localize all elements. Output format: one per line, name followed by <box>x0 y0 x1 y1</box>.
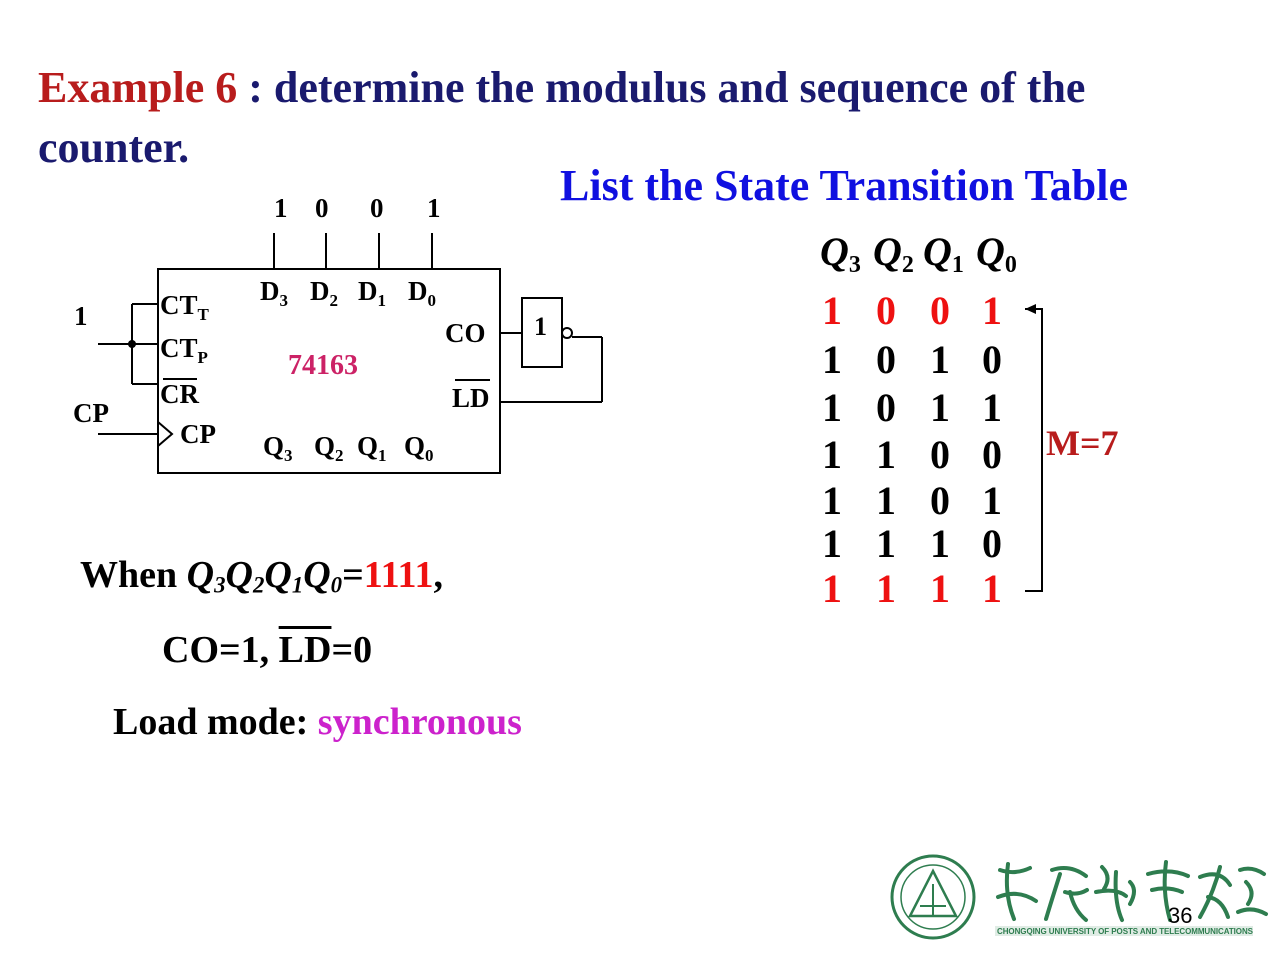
junction-dot <box>128 340 136 348</box>
q3-var: Q3 <box>186 554 226 598</box>
co-ld-values: CO=1, LD=0 <box>162 629 373 671</box>
state-bit: 1 <box>930 521 950 566</box>
chip-body <box>157 268 501 474</box>
table-heading: List the State Transition Table <box>560 161 1129 210</box>
state-bit: 1 <box>982 385 1002 430</box>
pin-q0: Q0 <box>404 431 434 465</box>
state-bit: 1 <box>876 521 896 566</box>
data-input-labels: 1 0 0 1 <box>274 193 441 223</box>
pin-d2: D2 <box>310 276 338 310</box>
header-q0: Q0 <box>976 229 1017 278</box>
load-mode: Load mode: synchronous <box>113 701 522 743</box>
clock-input-label: CP <box>73 398 109 428</box>
logo-caption-band <box>995 926 1253 936</box>
enable-input-label: 1 <box>74 301 88 331</box>
cycle-bracket <box>1025 308 1043 592</box>
pin-d3: D3 <box>260 276 288 310</box>
state-bit: 0 <box>930 432 950 477</box>
state-bit: 1 <box>822 288 842 333</box>
d-pin-labels: D3 D2 D1 D0 <box>260 276 436 310</box>
seal-icon <box>890 854 976 940</box>
data-input-wires <box>273 233 433 269</box>
pin-cp: CP <box>180 419 216 449</box>
pin-ctt: CTT <box>160 290 210 324</box>
pin-ld: LD <box>452 383 490 413</box>
data-input-d1: 0 <box>370 193 384 223</box>
not-gate-label: 1 <box>534 312 547 341</box>
state-bit: 1 <box>876 566 896 610</box>
q2-var: Q2 <box>225 554 265 598</box>
slide-title: Example 6 : determine the modulus and se… <box>38 58 1188 178</box>
when-condition: When Q3Q2Q1Q0=1111, <box>80 554 443 598</box>
header-q2: Q2 <box>873 229 914 278</box>
chip-label: 74163 <box>288 350 358 381</box>
state-bit: 1 <box>876 478 896 523</box>
q1-var: Q1 <box>264 554 304 598</box>
header-q3: Q3 <box>820 229 861 278</box>
state-bit: 0 <box>876 385 896 430</box>
pin-q3: Q3 <box>263 431 293 465</box>
state-bit: 0 <box>982 432 1002 477</box>
modulus-label: M=7 <box>1046 423 1119 463</box>
state-bit: 1 <box>930 566 950 610</box>
state-bit: 1 <box>822 566 842 610</box>
data-input-d0: 1 <box>427 193 441 223</box>
state-bit: 1 <box>876 432 896 477</box>
terminal-state-value: 1111 <box>363 554 434 596</box>
state-bit: 1 <box>982 288 1002 333</box>
pin-d0: D0 <box>408 276 436 310</box>
state-bit: 1 <box>822 385 842 430</box>
state-bit: 0 <box>876 288 896 333</box>
pin-cr: CR <box>160 379 199 409</box>
pin-d1: D1 <box>358 276 386 310</box>
pin-q2: Q2 <box>314 431 344 465</box>
state-bit: 1 <box>822 521 842 566</box>
load-mode-value: synchronous <box>317 701 522 743</box>
state-bit: 0 <box>982 337 1002 382</box>
example-number: Example 6 <box>38 63 238 112</box>
title-text: : determine the modulus and sequence of … <box>38 63 1086 172</box>
university-name: CHONGQING UNIVERSITY OF POSTS AND TELECO… <box>997 927 1254 936</box>
state-bit: 0 <box>930 478 950 523</box>
header-q1: Q1 <box>923 229 964 278</box>
state-bit: 1 <box>982 566 1002 610</box>
state-bit: 1 <box>822 478 842 523</box>
ld-bar: LD <box>278 629 332 671</box>
data-input-d3: 1 <box>274 193 288 223</box>
clock-edge-symbol <box>157 421 174 447</box>
q-pin-labels: Q3 Q2 Q1 Q0 <box>263 431 434 465</box>
university-logo: CHONGQING UNIVERSITY OF POSTS AND TELECO… <box>890 854 1268 940</box>
state-bit: 1 <box>822 337 842 382</box>
calligraphy-mark <box>996 860 1268 922</box>
state-bit: 1 <box>822 432 842 477</box>
data-input-d2: 0 <box>315 193 329 223</box>
state-bit: 0 <box>876 337 896 382</box>
state-bit: 0 <box>930 288 950 333</box>
counter-circuit-diagram: 1 0 0 1 74163 D3 D2 D1 D0 Q3 Q2 Q1 Q0 CT… <box>73 193 603 474</box>
feedback-wiring <box>500 297 603 403</box>
pin-co: CO <box>445 318 486 348</box>
q0-var: Q0 <box>303 554 343 598</box>
bracket-arrowhead <box>1025 304 1036 314</box>
pin-q1: Q1 <box>357 431 387 465</box>
pin-ctp: CTP <box>160 333 208 367</box>
state-bit: 1 <box>982 478 1002 523</box>
state-bit: 0 <box>982 521 1002 566</box>
page-number: 36 <box>1168 903 1193 928</box>
state-bit: 1 <box>930 385 950 430</box>
state-bit: 1 <box>930 337 950 382</box>
